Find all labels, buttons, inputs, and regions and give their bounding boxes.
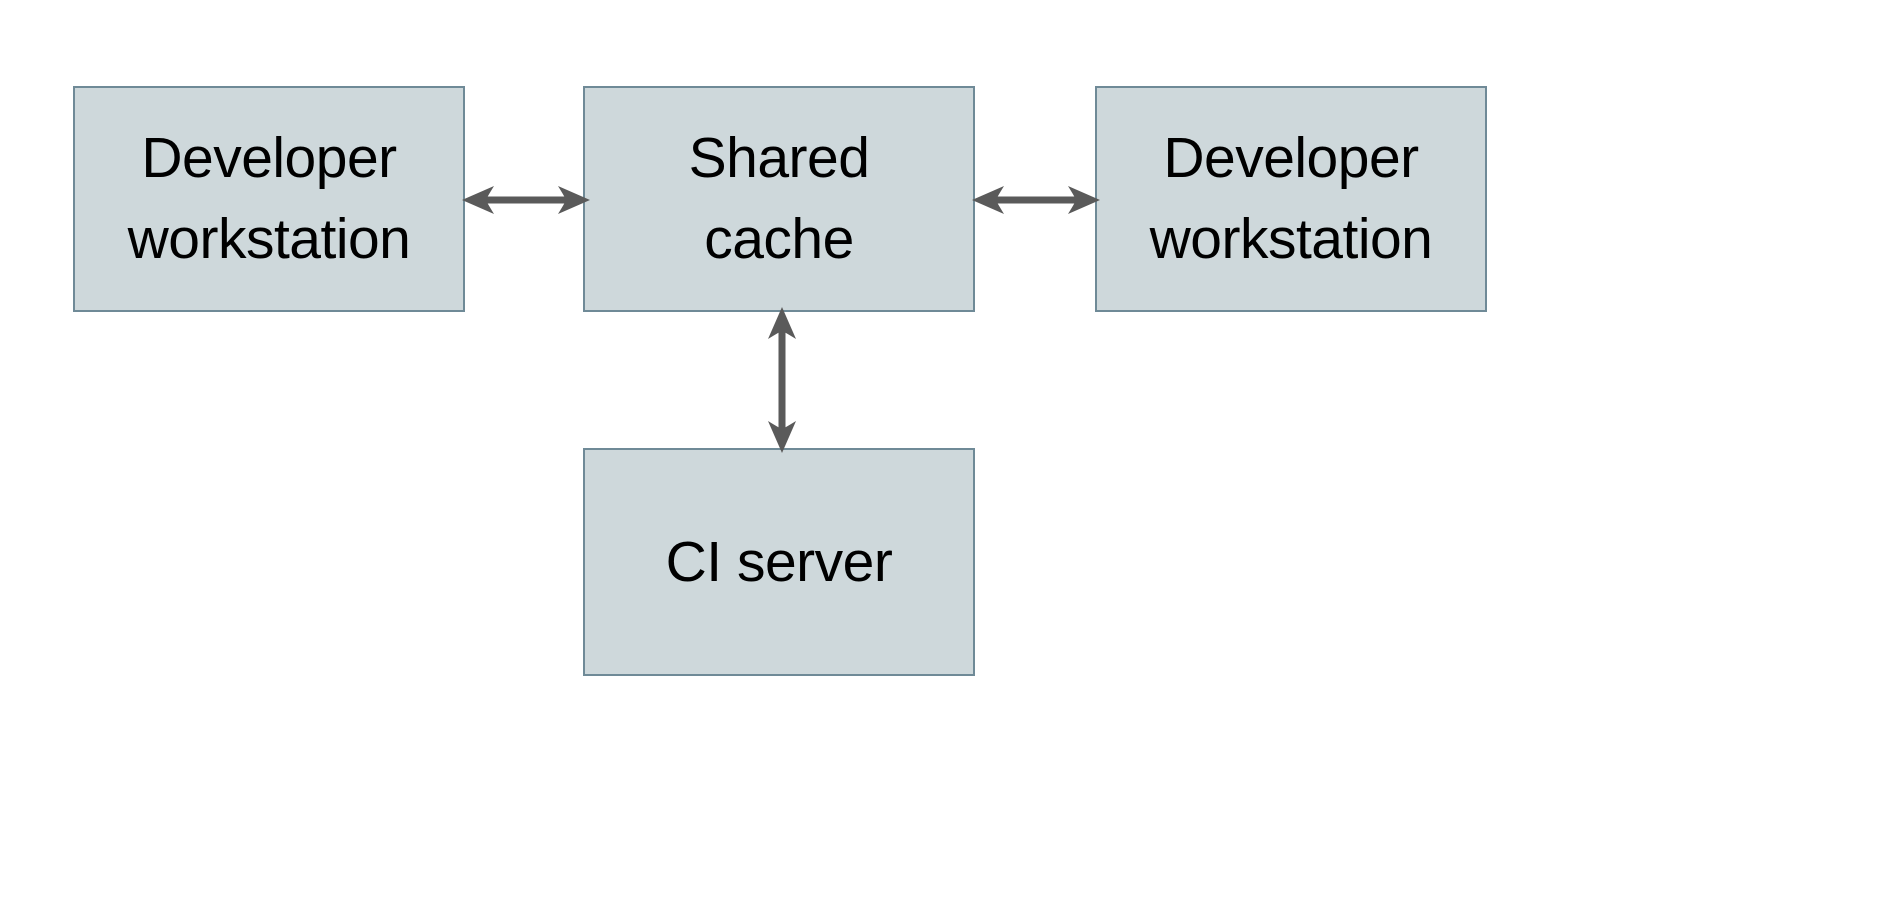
node-ci-server[interactable]: CI server	[583, 448, 975, 676]
double-headed-arrow-icon	[768, 307, 796, 453]
node-label: Developer workstation	[127, 126, 411, 271]
node-label: Shared cache	[688, 126, 870, 271]
double-headed-arrow-icon	[462, 186, 590, 214]
connector-shared-cache-to-developer-right[interactable]	[970, 170, 1102, 230]
node-shared-cache[interactable]: Shared cache	[583, 86, 975, 312]
node-label: Developer workstation	[1149, 126, 1433, 271]
double-headed-arrow-icon	[972, 186, 1100, 214]
node-developer-workstation-right[interactable]: Developer workstation	[1095, 86, 1487, 312]
node-label: CI server	[665, 529, 893, 594]
node-developer-workstation-left[interactable]: Developer workstation	[73, 86, 465, 312]
connector-ci-server-to-shared-cache[interactable]	[752, 305, 812, 455]
connector-developer-left-to-shared-cache[interactable]	[460, 170, 592, 230]
